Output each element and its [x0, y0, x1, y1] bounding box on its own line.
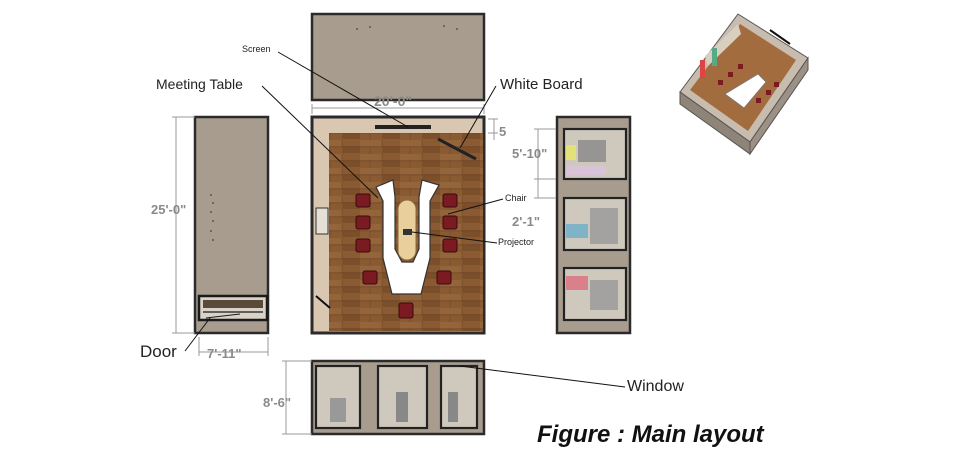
projector-label: Projector	[498, 237, 535, 247]
meeting-table	[375, 179, 440, 295]
width-dimension: 20'-0"	[374, 93, 412, 109]
chair-icon	[355, 215, 371, 230]
chair-icon	[362, 270, 378, 285]
chair-icon	[442, 193, 458, 208]
chair-icon	[398, 302, 414, 319]
chair-icon	[442, 215, 458, 230]
screen-bar	[375, 125, 431, 129]
side-a-dimension: 5'-10"	[512, 146, 548, 161]
left-elevation	[193, 115, 270, 335]
chair-icon	[442, 238, 458, 253]
length-dimension: 25'-0"	[151, 202, 187, 217]
leader-lines	[184, 51, 626, 388]
side-c-dimension: 5	[499, 124, 507, 139]
door-label: Door	[140, 342, 177, 361]
screen-label: Screen	[242, 44, 271, 54]
meeting-table-label: Meeting Table	[156, 76, 243, 92]
height-dimension: 8'-6"	[263, 395, 292, 410]
dimension-lines	[172, 104, 556, 435]
whiteboard-mark	[437, 137, 477, 161]
floor-plan	[310, 115, 486, 335]
chair-icon	[355, 193, 371, 208]
window-label: Window	[627, 378, 684, 395]
white-board-label: White Board	[500, 76, 583, 93]
chair-label: Chair	[505, 193, 527, 203]
3d-preview	[679, 13, 809, 156]
chair-icon	[436, 270, 452, 285]
bottom-elevation	[310, 359, 486, 436]
top-elevation	[310, 12, 486, 102]
figure-caption: Figure : Main layout	[537, 421, 764, 448]
projector-icon	[403, 229, 412, 235]
chair-icon	[355, 238, 371, 253]
side-b-dimension: 2'-1"	[512, 214, 541, 229]
door-wall-dimension: 7'-11"	[207, 346, 242, 361]
right-elevation	[555, 115, 632, 335]
